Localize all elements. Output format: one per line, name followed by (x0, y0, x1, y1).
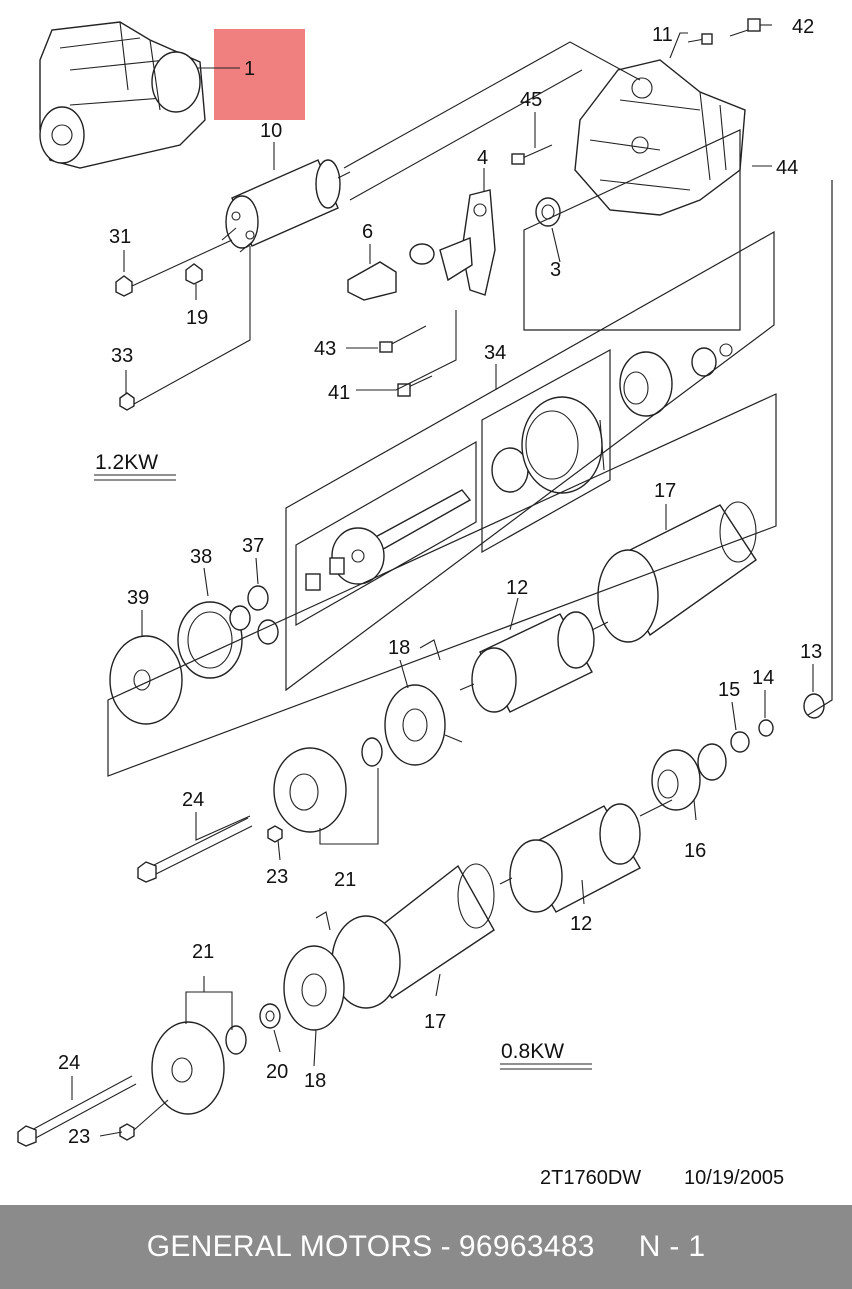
end-frame-21-upper (273, 737, 383, 833)
label-18-upper: 18 (388, 637, 410, 659)
label-39: 39 (127, 587, 149, 609)
label-31: 31 (109, 226, 131, 248)
label-17-upper: 17 (654, 480, 676, 502)
label-18-lower: 18 (304, 1070, 326, 1092)
brush-holder-18-lower (283, 911, 345, 1031)
label-6: 6 (362, 221, 373, 243)
label-14: 14 (752, 667, 774, 689)
label-34: 34 (484, 342, 506, 364)
armature-12-lower (499, 799, 673, 913)
label-11: 11 (652, 24, 673, 46)
drive-end-housing-drawing (574, 59, 746, 216)
end-frame-21-lower (151, 1021, 247, 1115)
solenoid-drawing (221, 159, 351, 253)
group-outline-main (285, 230, 775, 692)
ring-gear-38 (177, 601, 243, 679)
planet-gears-37 (229, 585, 279, 645)
part-1-highlight (214, 29, 305, 120)
nuts-31-19-33 (115, 263, 203, 411)
label-19: 19 (186, 307, 208, 329)
label-21-lower: 21 (192, 941, 214, 963)
footer-position: N - 1 (638, 1230, 706, 1263)
starter-exploded-diagram: 1 10 11 42 45 4 44 31 6 3 19 43 34 33 41… (17, 16, 833, 1189)
label-12-upper: 12 (506, 577, 528, 599)
drawing-date: 10/19/2005 (684, 1167, 784, 1189)
cover-39 (109, 635, 183, 725)
label-37: 37 (242, 535, 264, 557)
label-38: 38 (190, 546, 212, 568)
power-rating-high: 1.2KW (94, 451, 176, 481)
label-10: 10 (260, 120, 282, 142)
starter-assembly-drawing (39, 21, 206, 169)
yoke-17-upper (597, 501, 757, 643)
drive-pinion-16 (651, 743, 727, 811)
label-45: 45 (520, 89, 542, 111)
label-33: 33 (111, 345, 133, 367)
armature-12-upper (459, 611, 609, 713)
label-17-lower: 17 (424, 1011, 446, 1033)
washers-13-14-15 (730, 693, 825, 753)
label-23-upper: 23 (266, 866, 288, 888)
label-12-lower: 12 (570, 913, 592, 935)
label-13: 13 (800, 641, 822, 663)
label-1: 1 (244, 58, 255, 80)
label-44: 44 (776, 157, 798, 179)
footer-separator: - (440, 1230, 451, 1263)
label-42: 42 (792, 16, 814, 38)
planet-carrier-shaft (305, 489, 472, 591)
group-outline-outer (807, 180, 833, 716)
footer-brand: GENERAL MOTORS (146, 1230, 433, 1263)
through-bolt-24-upper (137, 817, 283, 883)
shift-lever-4 (439, 189, 496, 296)
label-4: 4 (477, 147, 488, 169)
power-high-label: 1.2KW (95, 451, 158, 474)
label-21-upper: 21 (334, 869, 356, 891)
brush-holder-18-upper (384, 639, 463, 766)
group-outline-34 (481, 348, 611, 554)
label-23-lower: 23 (68, 1126, 90, 1148)
bolts-43-41 (379, 325, 433, 397)
label-15: 15 (718, 679, 740, 701)
label-20: 20 (266, 1061, 288, 1083)
footer-part-number: 96963483 (458, 1230, 595, 1263)
label-43: 43 (314, 338, 336, 360)
label-24-upper: 24 (182, 789, 204, 811)
plunger-6 (347, 243, 435, 301)
part-labels: 1 10 11 42 45 4 44 31 6 3 19 43 34 33 41… (58, 16, 822, 1148)
through-bolt-24-lower (17, 1075, 137, 1147)
group-outline-shaft (295, 440, 477, 627)
screws-11-42 (687, 18, 761, 45)
planetary-gear-set-34 (491, 396, 605, 494)
label-41: 41 (328, 382, 350, 404)
power-low-label: 0.8KW (501, 1040, 564, 1063)
footer-bar: GENERAL MOTORS - 96963483 N - 1 (0, 1205, 852, 1289)
drive-pinion-upper (619, 343, 733, 417)
power-rating-low: 0.8KW (500, 1040, 592, 1070)
label-16: 16 (684, 840, 706, 862)
yoke-17-lower (331, 863, 495, 1009)
drawing-code: 2T1760DW (540, 1167, 641, 1189)
bolt-45 (511, 144, 553, 165)
label-24-lower: 24 (58, 1052, 80, 1074)
group-outline-armature (107, 393, 777, 777)
label-3: 3 (550, 259, 561, 281)
gear-3 (535, 197, 561, 227)
group-outline-upper (523, 129, 741, 331)
washer-20 (259, 1003, 281, 1029)
leader-lines (71, 24, 814, 1137)
